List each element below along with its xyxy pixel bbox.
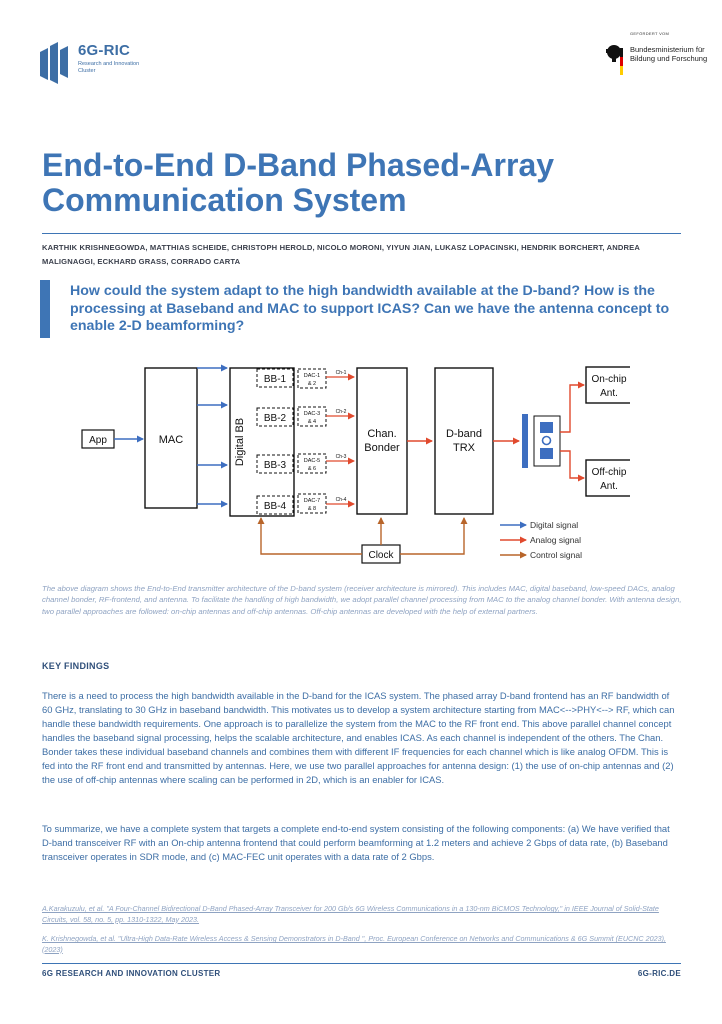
legend-analog-label: Analog signal xyxy=(530,535,581,545)
page-title: End-to-End D-Band Phased-Array Communica… xyxy=(42,148,682,218)
switch-square-1 xyxy=(540,422,553,433)
diagram-legend: Digital signal Analog signal Control sig… xyxy=(500,520,582,560)
bb-3-block xyxy=(256,454,294,474)
trx-label-line1: D-band xyxy=(446,428,482,440)
6g-ric-logo: 6G-RIC Research and Innovation Cluster xyxy=(40,40,180,90)
switch-to-onchip-arrow xyxy=(560,381,585,433)
chan-bonder-block xyxy=(356,367,408,515)
dac-4-block: DAC-7 & 8 xyxy=(297,493,327,514)
app-label: App xyxy=(89,435,107,446)
bb-4-label: BB-4 xyxy=(264,501,287,512)
logo-bars-icon xyxy=(40,42,68,84)
author-list: KARTHIK KRISHNEGOWDA, MATTHIAS SCHEIDE, … xyxy=(42,243,640,266)
digital-bb-block xyxy=(229,367,295,517)
switch-circle xyxy=(541,435,552,446)
switch-to-offchip-arrow xyxy=(560,450,585,482)
dac-3-line2: & 6 xyxy=(308,466,316,472)
offchip-label-line2: Ant. xyxy=(600,481,618,492)
onchip-antenna-block xyxy=(585,366,630,404)
architecture-diagram: App MAC Digital BB BB-1 BB-2 BB-3 BB-4 D… xyxy=(81,364,630,564)
diagram-caption: The above diagram shows the End-to-End t… xyxy=(42,584,682,616)
reference-1[interactable]: A.Karakuzulu, et al. "A Four-Channel Bid… xyxy=(42,904,659,924)
logo-subtitle: Research and Innovation Cluster xyxy=(78,61,140,74)
title-divider xyxy=(42,233,681,234)
digital-bb-label: Digital BB xyxy=(234,418,246,466)
dband-trx-block xyxy=(434,367,494,515)
reference-2[interactable]: K. Krishnegowda, et al. "Ultra-High Data… xyxy=(42,934,666,954)
logo-name: 6G-RIC xyxy=(78,42,131,59)
dac-2-line2: & 4 xyxy=(308,419,316,425)
key-findings-paragraph-2: To summarize, we have a complete system … xyxy=(42,823,670,862)
clock-to-trx-arrow xyxy=(400,517,468,555)
trx-label-line2: TRX xyxy=(453,442,476,454)
funder-name: Bundesministerium für Bildung und Forsch… xyxy=(630,45,708,63)
dac-4-line1: DAC-7 xyxy=(304,498,321,504)
footer-cluster-name: 6G RESEARCH AND INNOVATION CLUSTER xyxy=(42,969,221,978)
footer-website-link[interactable]: 6G-RIC.DE xyxy=(637,969,681,978)
dac-1-block: DAC-1 & 2 xyxy=(297,368,327,389)
dac-1-line2: & 2 xyxy=(308,381,316,387)
mac-label: MAC xyxy=(159,434,184,446)
question-accent-bar xyxy=(40,280,50,338)
onchip-label-line1: On-chip xyxy=(591,374,626,385)
antenna-switch xyxy=(522,414,561,468)
bb-2-label: BB-2 xyxy=(264,413,287,424)
clock-to-bb-arrow xyxy=(257,517,362,555)
ch-1-label: Ch-1 xyxy=(336,370,347,376)
switch-square-2 xyxy=(540,448,553,459)
ch-3-label: Ch-3 xyxy=(336,454,347,460)
dac-3-block: DAC-5 & 6 xyxy=(297,453,327,474)
dac-4-line2: & 8 xyxy=(308,506,316,512)
legend-digital-label: Digital signal xyxy=(530,520,578,530)
bb-2-block xyxy=(256,407,294,427)
ch-2-label: Ch-2 xyxy=(336,409,347,415)
funder-logo: GEFÖRDERT VOM Bundesministerium für Bild… xyxy=(604,31,714,81)
dac-2-line1: DAC-3 xyxy=(304,411,321,417)
funder-top-label: GEFÖRDERT VOM xyxy=(630,31,670,36)
mac-block xyxy=(144,367,198,509)
research-question: How could the system adapt to the high b… xyxy=(70,283,670,334)
key-findings-heading: KEY FINDINGS xyxy=(42,661,110,671)
dac-1-line1: DAC-1 xyxy=(304,373,321,379)
dac-2-block: DAC-3 & 4 xyxy=(297,406,327,427)
onchip-label-line2: Ant. xyxy=(600,388,618,399)
footer-divider xyxy=(42,963,681,964)
offchip-antenna-block xyxy=(585,459,630,497)
bonder-label-line2: Bonder xyxy=(364,442,400,454)
title-line-1: End-to-End D-Band Phased-Array xyxy=(42,147,555,183)
key-findings-paragraph-1: There is a need to process the high band… xyxy=(42,690,675,785)
bonder-label-line1: Chan. xyxy=(367,428,396,440)
clock-label: Clock xyxy=(368,550,394,561)
bb-1-label: BB-1 xyxy=(264,374,287,385)
eagle-icon xyxy=(606,45,623,75)
offchip-label-line1: Off-chip xyxy=(592,467,627,478)
legend-control-label: Control signal xyxy=(530,550,582,560)
bb-1-block xyxy=(256,368,294,388)
title-line-2: Communication System xyxy=(42,182,407,218)
dac-3-line1: DAC-5 xyxy=(304,458,321,464)
bb-3-label: BB-3 xyxy=(264,460,287,471)
bb-4-block xyxy=(256,495,294,515)
ch-4-label: Ch-4 xyxy=(336,497,347,503)
